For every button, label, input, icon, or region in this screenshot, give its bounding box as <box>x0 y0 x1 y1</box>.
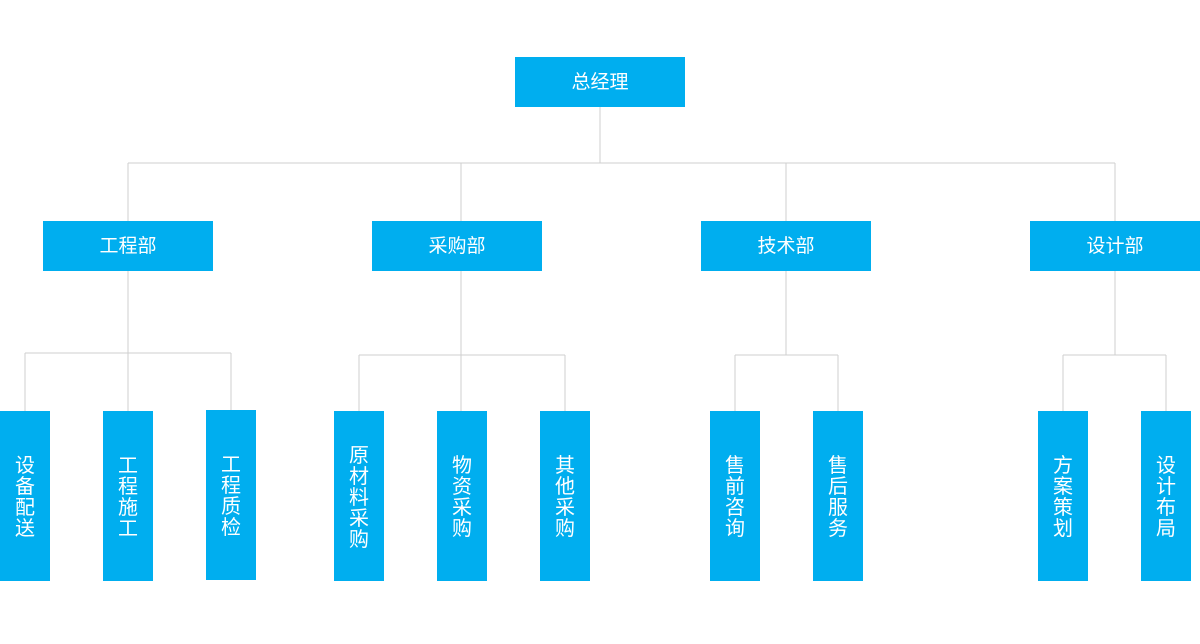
child-label: 其他采购 <box>555 453 575 540</box>
child-label: 方案策划 <box>1053 453 1073 540</box>
dept-label: 采购部 <box>428 234 486 257</box>
dept-label: 技术部 <box>757 234 815 257</box>
dept-label: 设计部 <box>1086 234 1144 257</box>
child-label: 售前咨询 <box>725 453 745 540</box>
child-node-construction: 工程施工 <box>103 411 153 581</box>
child-node-planning: 方案策划 <box>1038 411 1088 581</box>
dept-label: 工程部 <box>99 234 157 257</box>
dept-node-engineering: 工程部 <box>43 221 213 271</box>
dept-node-technology: 技术部 <box>701 221 871 271</box>
child-label: 设备配送 <box>15 453 35 540</box>
child-label: 工程施工 <box>118 453 138 540</box>
child-label: 工程质检 <box>221 452 241 539</box>
child-node-equipment-delivery: 设备配送 <box>0 411 50 581</box>
root-label: 总经理 <box>571 70 629 93</box>
child-node-raw-material: 原材料采购 <box>334 411 384 581</box>
child-label: 原材料采购 <box>349 442 369 551</box>
dept-node-design: 设计部 <box>1030 221 1200 271</box>
child-node-presales: 售前咨询 <box>710 411 760 581</box>
child-node-quality-inspection: 工程质检 <box>206 410 256 580</box>
child-node-supplies: 物资采购 <box>437 411 487 581</box>
child-label: 设计布局 <box>1156 453 1176 540</box>
child-node-layout-design: 设计布局 <box>1141 411 1191 581</box>
child-node-aftersales: 售后服务 <box>813 411 863 581</box>
dept-node-procurement: 采购部 <box>372 221 542 271</box>
child-node-other-procurement: 其他采购 <box>540 411 590 581</box>
child-label: 售后服务 <box>828 453 848 540</box>
child-label: 物资采购 <box>452 453 472 540</box>
root-node: 总经理 <box>515 57 685 107</box>
